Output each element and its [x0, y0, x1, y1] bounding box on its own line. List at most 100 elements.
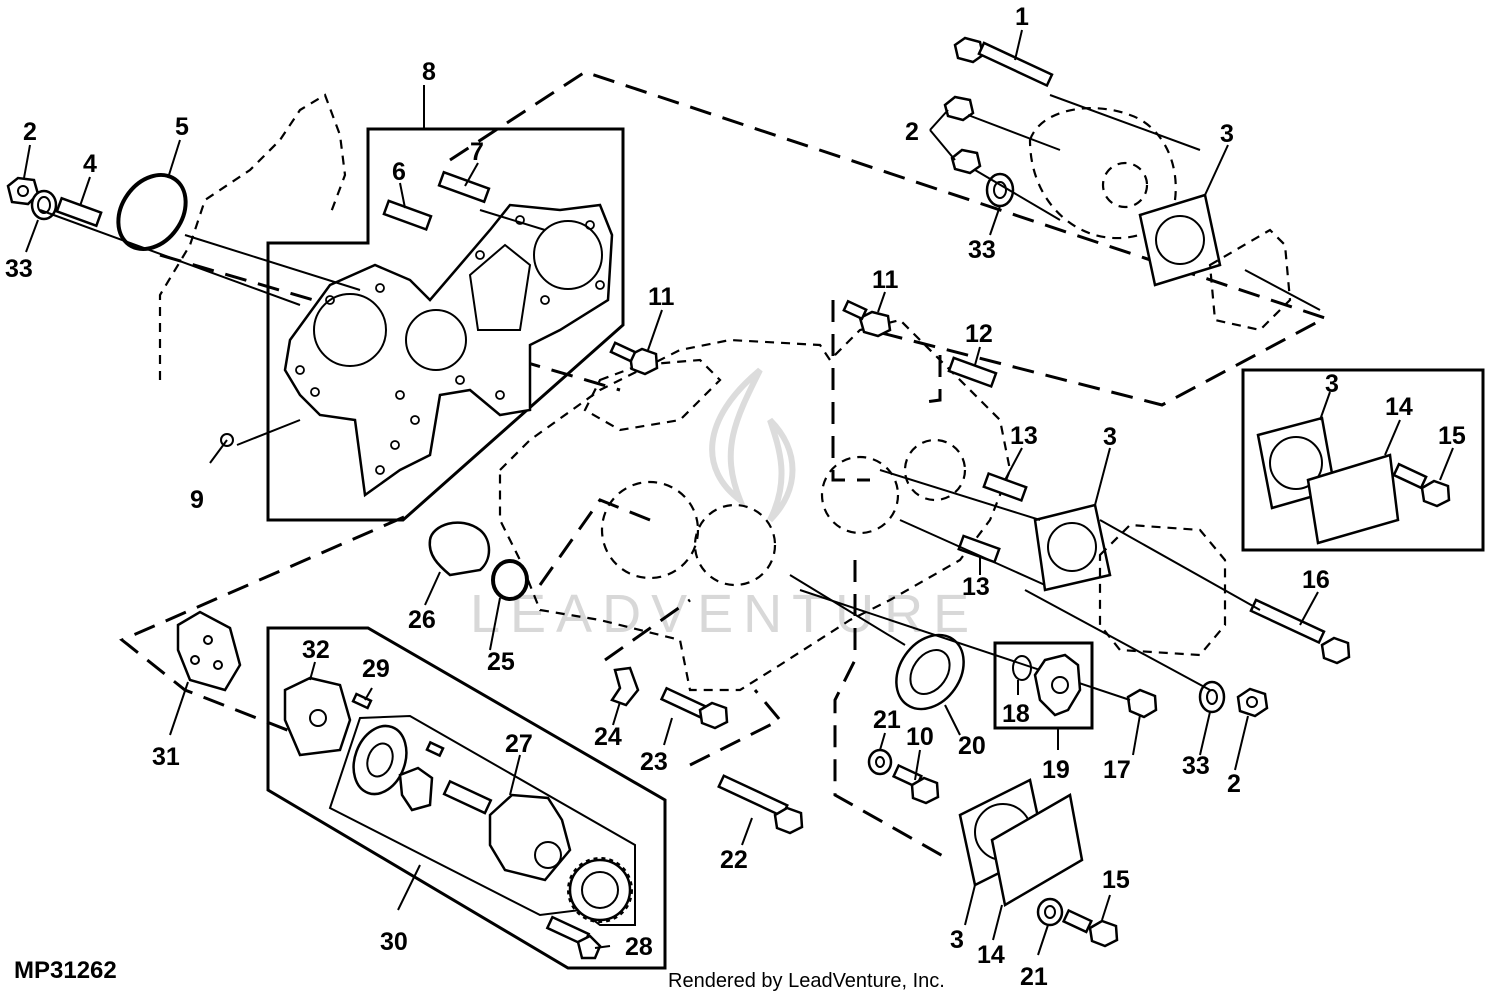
plate-gasket	[283, 203, 614, 498]
leader-27	[509, 754, 521, 796]
stud-6	[382, 199, 433, 232]
callout-13: 13	[962, 573, 990, 601]
callout-16: 16	[1302, 566, 1330, 594]
callout-13: 13	[1010, 422, 1038, 450]
plate-bore-2	[405, 309, 467, 371]
callout-8: 8	[422, 58, 436, 86]
line-nut-2-a	[967, 114, 1061, 151]
ghost-timing-cover	[158, 93, 347, 380]
callout-28: 28	[625, 933, 653, 961]
callout-6: 6	[392, 158, 406, 186]
bracket-line-f	[833, 560, 951, 862]
callout-31: 31	[152, 743, 180, 771]
plate-31	[176, 610, 242, 692]
callout-22: 22	[720, 846, 748, 874]
callout-3: 3	[1220, 120, 1234, 148]
leader-11-left	[647, 309, 663, 351]
o-ring-5	[116, 172, 188, 252]
pin-29	[351, 692, 373, 710]
ghost-alternator-pulley	[1101, 161, 1149, 209]
rotor-inner	[398, 766, 434, 812]
bolt-16	[1249, 598, 1351, 665]
callout-2: 2	[905, 118, 919, 146]
callout-18: 18	[1002, 700, 1030, 728]
bolt-15-bottom	[1061, 908, 1119, 948]
leader-32	[309, 661, 316, 681]
callout-26: 26	[408, 606, 436, 634]
leader-17	[1132, 714, 1141, 756]
nut-2-top-b	[950, 148, 982, 175]
callout-33: 33	[968, 236, 996, 264]
callout-3: 3	[950, 926, 964, 954]
callout-14: 14	[977, 941, 1005, 969]
callout-20: 20	[958, 732, 986, 760]
cap-26	[428, 521, 491, 577]
callout-32: 32	[302, 636, 330, 664]
bracket-line-c	[538, 498, 651, 586]
bracket-line-a	[831, 300, 870, 482]
leader-33-left	[25, 219, 39, 253]
leader-24	[612, 701, 621, 726]
leader-21-center	[879, 732, 886, 751]
leader-3-right	[1094, 447, 1111, 506]
inset-cover-box	[1241, 368, 1485, 552]
bolt-10	[891, 763, 940, 805]
leader-16	[1299, 591, 1319, 626]
leader-26	[424, 571, 441, 606]
pump-body-27	[488, 793, 572, 882]
front-plate-group	[209, 85, 625, 522]
ghost-adapter-top	[1208, 228, 1292, 332]
nut-2-top-a	[943, 95, 975, 122]
callout-1: 1	[1015, 3, 1029, 31]
bolt-22	[717, 774, 804, 835]
callout-12: 12	[965, 320, 993, 348]
callout-24: 24	[594, 723, 622, 751]
callout-21: 21	[873, 706, 901, 734]
callout-14: 14	[1385, 393, 1413, 421]
leader-23	[663, 717, 673, 746]
plate-32	[283, 676, 352, 757]
ghost-gear-1	[600, 480, 700, 580]
line-pump-b	[899, 519, 1046, 586]
bolt-17	[1126, 688, 1158, 719]
callout-4: 4	[83, 150, 97, 178]
stud-13-upper	[982, 471, 1028, 503]
inset-box-19	[993, 641, 1094, 750]
line-seal	[789, 574, 906, 646]
plate-holes	[295, 215, 605, 475]
washer-33-right	[1198, 680, 1226, 714]
leader-30	[397, 864, 421, 911]
clip-24	[610, 666, 640, 707]
line-bolt-1	[1049, 94, 1201, 151]
leader-25	[489, 597, 501, 651]
leader-4	[79, 176, 91, 207]
leader-10	[914, 749, 921, 781]
ghost-gear-3	[820, 455, 900, 535]
leader-5	[167, 139, 181, 179]
plate-bore-3	[533, 220, 603, 290]
stud-4	[55, 196, 103, 228]
plate-window	[468, 243, 532, 331]
leader-2-left	[23, 144, 31, 179]
callout-19: 19	[1042, 756, 1070, 784]
line-pump-a	[879, 469, 1041, 521]
shaft	[442, 779, 493, 815]
line-front-1	[39, 209, 301, 306]
line-pump-c	[1099, 519, 1261, 611]
callout-33: 33	[5, 255, 33, 283]
assembly-outline-upper	[449, 70, 1329, 407]
group-box-8	[266, 127, 625, 522]
leader-33-right	[1199, 711, 1211, 756]
leader-31	[169, 681, 189, 736]
bolt-23	[659, 686, 729, 730]
render-credit: Rendered by LeadVenture, Inc.	[668, 970, 945, 992]
bolt-28	[545, 915, 602, 960]
line-front-2	[184, 234, 361, 291]
leader-20	[944, 704, 961, 736]
pin-small	[425, 740, 445, 758]
callout-33: 33	[1182, 752, 1210, 780]
washer-21-bottom	[1036, 897, 1064, 927]
bolt-1	[953, 36, 1054, 88]
leader-9	[209, 439, 228, 464]
